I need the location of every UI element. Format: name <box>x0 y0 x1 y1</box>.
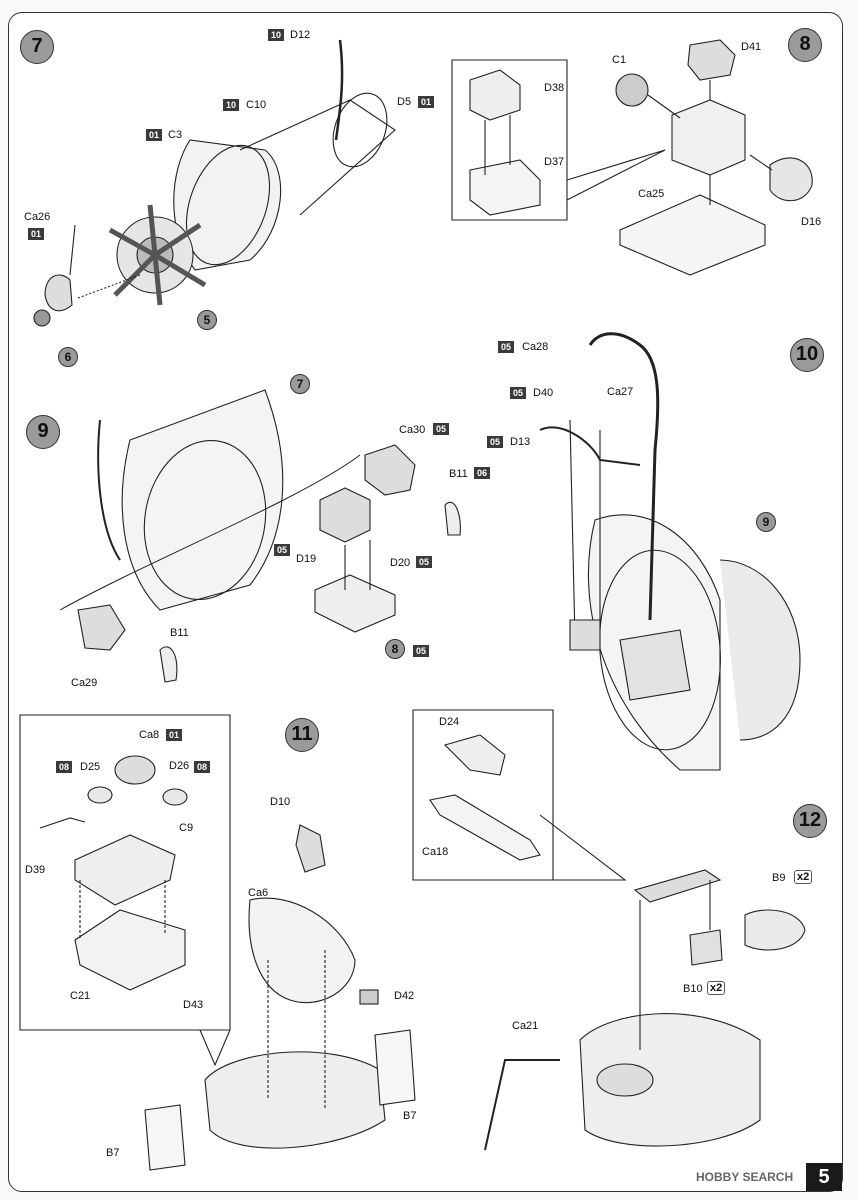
color-code-badge: 01 <box>146 129 163 141</box>
color-code-badge: 01 <box>28 228 45 240</box>
color-code-badge: 10 <box>268 29 285 41</box>
part-label-b7: B7 <box>106 1147 120 1159</box>
part-label-d42: D42 <box>394 990 415 1002</box>
color-code-badge: 05 <box>487 436 504 448</box>
color-code-badge: 01 <box>166 729 183 741</box>
part-label-d24: D24 <box>439 716 460 728</box>
part-label-ca30: Ca30 <box>399 424 426 436</box>
part-label-ca25: Ca25 <box>638 188 665 200</box>
quantity-badge: x2 <box>707 981 726 995</box>
part-label-c10: C10 <box>246 99 267 111</box>
quantity-badge: x2 <box>794 870 813 884</box>
step11-main-drawing <box>144 824 416 1171</box>
color-code-badge: 06 <box>474 467 491 479</box>
step-number-7: 7 <box>20 30 54 64</box>
step-number-8: 8 <box>788 28 822 62</box>
part-label-b11: B11 <box>449 468 468 480</box>
step7-engine-drawing <box>33 39 396 327</box>
part-label-b11: B11 <box>170 627 189 639</box>
step-number-9: 9 <box>26 415 60 449</box>
color-code-badge: 10 <box>223 99 240 111</box>
quantity-badge: x2 <box>707 981 726 995</box>
part-label-ca29: Ca29 <box>71 677 98 689</box>
part-label-b7: B7 <box>403 1110 417 1122</box>
subassembly-ref-9: 9 <box>756 512 776 532</box>
subassembly-ref-6: 6 <box>58 347 78 367</box>
part-label-ca21: Ca21 <box>512 1020 539 1032</box>
step-number-12: 12 <box>793 804 827 838</box>
color-code-badge: 05 <box>498 341 515 353</box>
part-label-b10: B10 <box>683 983 703 995</box>
color-code-badge: 08 <box>194 761 211 773</box>
part-label-ca18: Ca18 <box>422 846 449 858</box>
part-label-d25: D25 <box>80 761 101 773</box>
part-label-b9: B9 <box>772 872 786 884</box>
part-label-d19: D19 <box>296 553 317 565</box>
subassembly-ref-7: 7 <box>290 374 310 394</box>
part-label-d39: D39 <box>25 864 46 876</box>
color-code-badge: 05 <box>416 556 433 568</box>
part-label-ca28: Ca28 <box>522 341 549 353</box>
part-label-d10: D10 <box>270 796 291 808</box>
part-label-d12: D12 <box>290 29 311 41</box>
step-number-10: 10 <box>790 338 824 372</box>
step11-inset-drawing <box>19 714 231 1067</box>
part-label-d5: D5 <box>397 96 412 108</box>
watermark: HOBBY SEARCH <box>696 1170 794 1184</box>
color-code-badge: 08 <box>56 761 73 773</box>
part-label-ca27: Ca27 <box>607 386 634 398</box>
subassembly-ref-5: 5 <box>197 310 217 330</box>
subassembly-ref-8: 8 <box>385 639 405 659</box>
part-label-d16: D16 <box>801 216 822 228</box>
step10-drawing <box>539 332 801 771</box>
part-label-d20: D20 <box>390 557 411 569</box>
part-label-c9: C9 <box>179 822 194 834</box>
color-code-badge: 01 <box>418 96 435 108</box>
part-label-d38: D38 <box>544 82 565 94</box>
color-code-badge: 05 <box>413 645 430 657</box>
color-code-badge: 05 <box>510 387 527 399</box>
step8-main-drawing <box>615 39 813 276</box>
page-number: 5 <box>806 1163 842 1191</box>
part-label-d37: D37 <box>544 156 565 168</box>
part-label-d40: D40 <box>533 387 554 399</box>
step8-inset-drawing <box>451 59 666 221</box>
part-label-d41: D41 <box>741 41 762 53</box>
part-label-c1: C1 <box>612 54 627 66</box>
step-number-11: 11 <box>285 718 319 752</box>
color-code-badge: 05 <box>274 544 291 556</box>
part-label-ca26: Ca26 <box>24 211 51 223</box>
color-code-badge: 05 <box>433 423 450 435</box>
part-label-ca6: Ca6 <box>248 887 269 899</box>
quantity-badge: x2 <box>794 870 813 884</box>
step9-drawing <box>59 389 461 683</box>
part-label-d13: D13 <box>510 436 531 448</box>
part-label-ca8: Ca8 <box>139 729 160 741</box>
step12-drawing <box>412 709 806 1151</box>
part-label-d43: D43 <box>183 999 204 1011</box>
part-label-d26: D26 <box>169 760 190 772</box>
part-label-c3: C3 <box>168 129 183 141</box>
part-label-c21: C21 <box>70 990 91 1002</box>
